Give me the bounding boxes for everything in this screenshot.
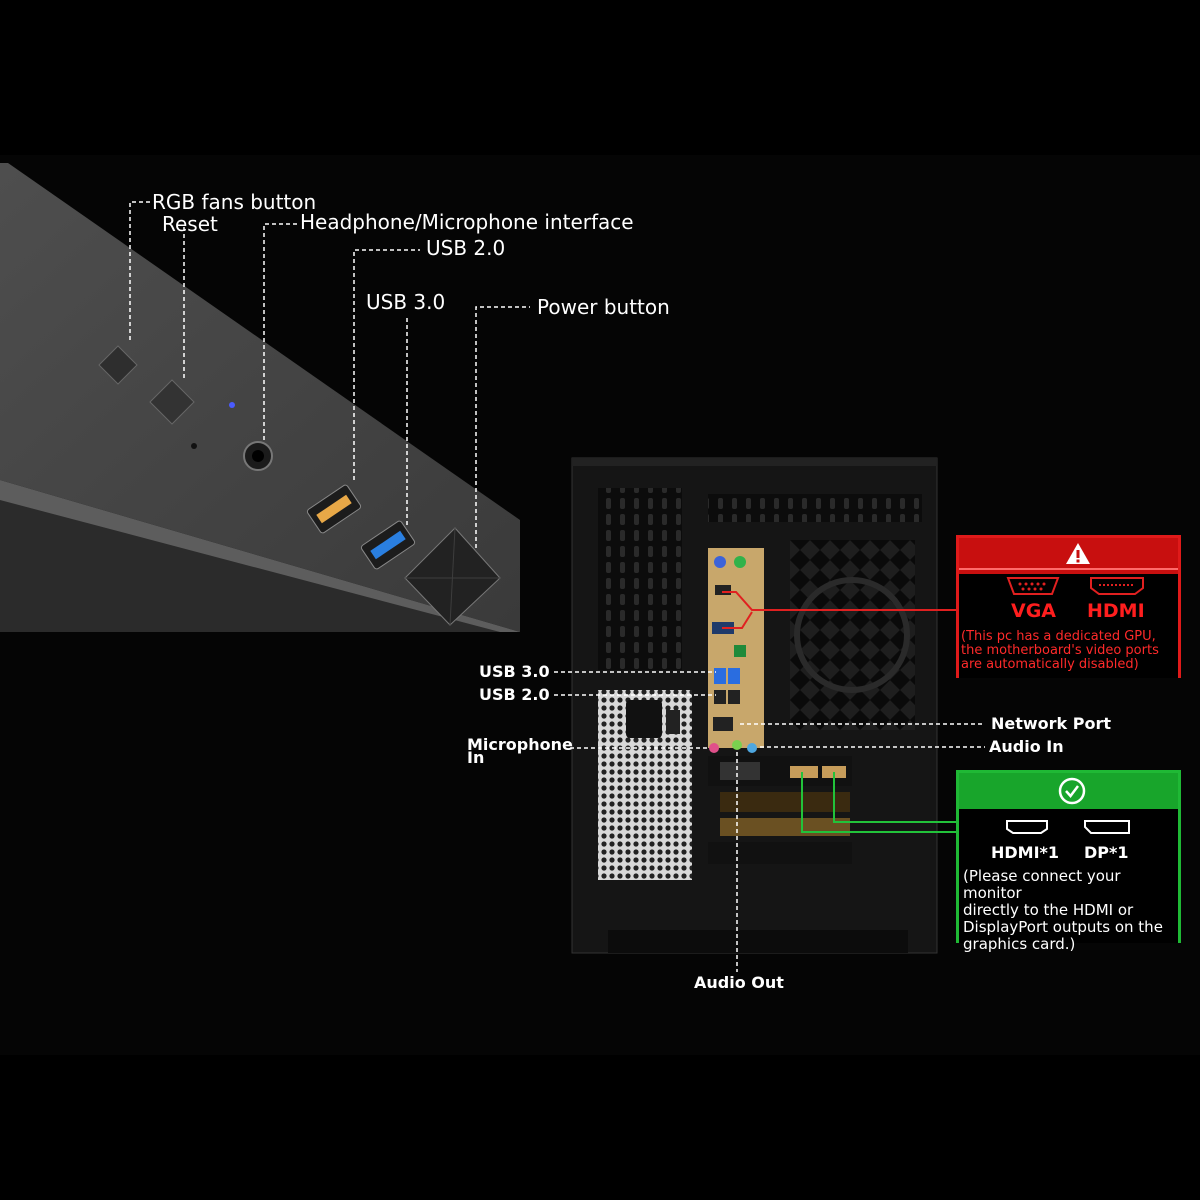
audio-out-label: Audio Out	[694, 973, 784, 992]
audio-in-label: Audio In	[989, 737, 1064, 756]
reset-label: Reset	[162, 212, 218, 236]
hdmi-count-label: HDMI*1	[991, 843, 1060, 862]
gpu-ports-instruction-panel: HDMI*1 DP*1 (Please connect your monitor…	[956, 770, 1181, 953]
rgb-fans-button-label: RGB fans button	[152, 190, 317, 214]
gpu-note: (This pc has a dedicated GPU, the mother…	[961, 629, 1159, 672]
red-connector-lines	[722, 591, 956, 629]
front-leader-lines	[129, 201, 530, 548]
displayport-icon	[1084, 820, 1130, 834]
monitor-connection-note: (Please connect your monitor directly to…	[963, 867, 1163, 953]
green-connector-lines	[801, 772, 956, 833]
disabled-ports-warning-panel: VGA HDMI (This pc has a dedicated GPU, t…	[956, 535, 1181, 678]
instruction-body	[959, 809, 1178, 943]
network-port-label: Network Port	[991, 714, 1112, 733]
hdmi-port-icon	[1090, 577, 1144, 595]
rear-usb2-label: USB 2.0	[479, 685, 550, 704]
check-circle-icon	[1058, 777, 1086, 805]
front-usb3-label: USB 3.0	[366, 290, 446, 314]
front-usb2-label: USB 2.0	[426, 236, 506, 260]
rear-case-photo	[571, 457, 938, 954]
warning-body	[959, 574, 1178, 678]
hdmi-port-icon	[1006, 820, 1048, 834]
dp-count-label: DP*1	[1084, 843, 1129, 862]
vga-port-icon	[1006, 577, 1060, 595]
hdmi-label-red: HDMI	[1087, 600, 1145, 622]
rear-leader-lines	[554, 671, 985, 972]
headphone-interface-label: Headphone/Microphone interface	[300, 210, 634, 234]
rear-usb3-label: USB 3.0	[479, 662, 550, 681]
power-button-label: Power button	[537, 295, 670, 319]
vga-label: VGA	[1011, 600, 1057, 622]
microphone-in-label: Microphone In	[467, 735, 573, 767]
warning-icon	[1066, 543, 1090, 564]
